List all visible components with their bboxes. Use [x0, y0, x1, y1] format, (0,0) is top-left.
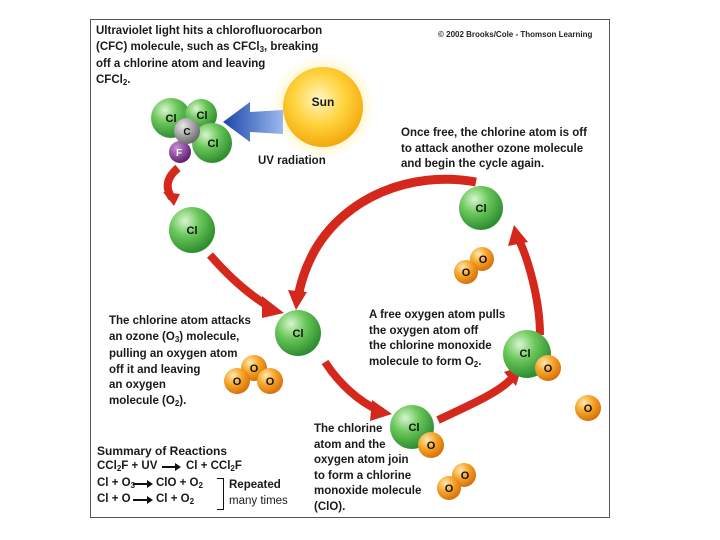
clo-oxygen-atom	[418, 432, 444, 458]
cfc-cl-label-1: Cl	[166, 113, 177, 125]
summary-reaction-3: Cl + O	[97, 493, 131, 505]
intro-line-3: off a chlorine atom and leaving	[96, 58, 266, 70]
svg-text:Cl: Cl	[409, 422, 420, 434]
sun-label: Sun	[312, 95, 335, 109]
free-oxygen-atom	[575, 395, 601, 421]
right-clo-oxygen-atom	[535, 355, 561, 381]
released-chlorine-atom	[459, 186, 503, 230]
cfc-chlorine-atom-3	[192, 123, 232, 163]
released-oxygen-atom-1	[470, 247, 494, 271]
svg-text:O: O	[266, 376, 275, 388]
oxygen-atom-3	[257, 368, 283, 394]
attacking-chlorine-atom	[275, 310, 321, 356]
free-cl-label: Cl	[187, 225, 198, 237]
sun	[283, 67, 363, 147]
intro-line-1: Ultraviolet light hits a chlorofluorocar…	[96, 25, 323, 37]
summary-title: Summary of Reactions	[97, 444, 228, 458]
cfc-cl-label-2: Cl	[197, 110, 208, 122]
svg-text:O: O	[544, 363, 553, 375]
cfc-cl-label-3: Cl	[208, 138, 219, 150]
oxygen-atom-2	[224, 368, 250, 394]
svg-text:O: O	[479, 254, 488, 266]
summary-reaction-2-products: ClO + O2	[156, 477, 203, 490]
summary-reaction-1: CCl2F + UV	[97, 460, 158, 473]
svg-text:Cl: Cl	[520, 348, 531, 360]
arrow-to-ozone-attack	[206, 252, 271, 310]
cfc-c-label: C	[183, 127, 190, 138]
arrow-cycle-restart	[293, 174, 477, 299]
cycle-text: Once free, the chlorine atom is off to a…	[401, 127, 587, 170]
svg-text:Cl: Cl	[293, 328, 304, 340]
svg-text:O: O	[250, 363, 259, 375]
summary-reaction-3-products: Cl + O2	[156, 493, 195, 506]
bottom-oxygen-atom-2	[437, 476, 461, 500]
join-text: The chlorine atom and the oxygen atom jo…	[314, 423, 422, 513]
free-oxygen-text: A free oxygen atom pulls the oxygen atom…	[369, 309, 506, 369]
arrow-to-free-oxygen	[436, 375, 516, 424]
cfc-molecule: Cl Cl Cl C F	[151, 98, 232, 163]
copyright: © 2002 Brooks/Cole - Thomson Learning	[438, 30, 593, 39]
attack-text: The chlorine atom attacks an ozone (O3) …	[109, 315, 251, 408]
svg-text:O: O	[427, 440, 436, 452]
summary-reaction-1-products: Cl + CCl2F	[186, 460, 242, 473]
repeated-label: Repeated	[229, 479, 281, 491]
cfc-fluorine-atom	[169, 141, 191, 163]
summary-reaction-2: Cl + O3	[97, 477, 136, 490]
summary-bracket	[217, 478, 224, 510]
many-times-label: many times	[229, 495, 288, 507]
arrow-cycle-up	[514, 236, 544, 336]
svg-text:O: O	[445, 483, 454, 495]
intro-line-2: (CFC) molecule, such as CFCl	[96, 40, 260, 53]
free-chlorine-atom	[169, 207, 215, 253]
intro-line-4: CFCl	[96, 73, 123, 86]
intro-text: Ultraviolet light hits a chlorofluorocar…	[96, 25, 323, 87]
svg-text:O: O	[462, 267, 471, 279]
summary-arrows	[133, 463, 181, 504]
uv-radiation-label: UV radiation	[258, 155, 326, 167]
svg-text:O: O	[233, 376, 242, 388]
uv-arrow	[223, 102, 283, 142]
cfc-f-label: F	[176, 148, 182, 159]
svg-text:O: O	[461, 470, 470, 482]
svg-text:Cl: Cl	[476, 203, 487, 215]
released-oxygen-atom-2	[454, 260, 478, 284]
svg-text:O: O	[584, 403, 593, 415]
cfc-carbon-atom	[174, 118, 200, 144]
